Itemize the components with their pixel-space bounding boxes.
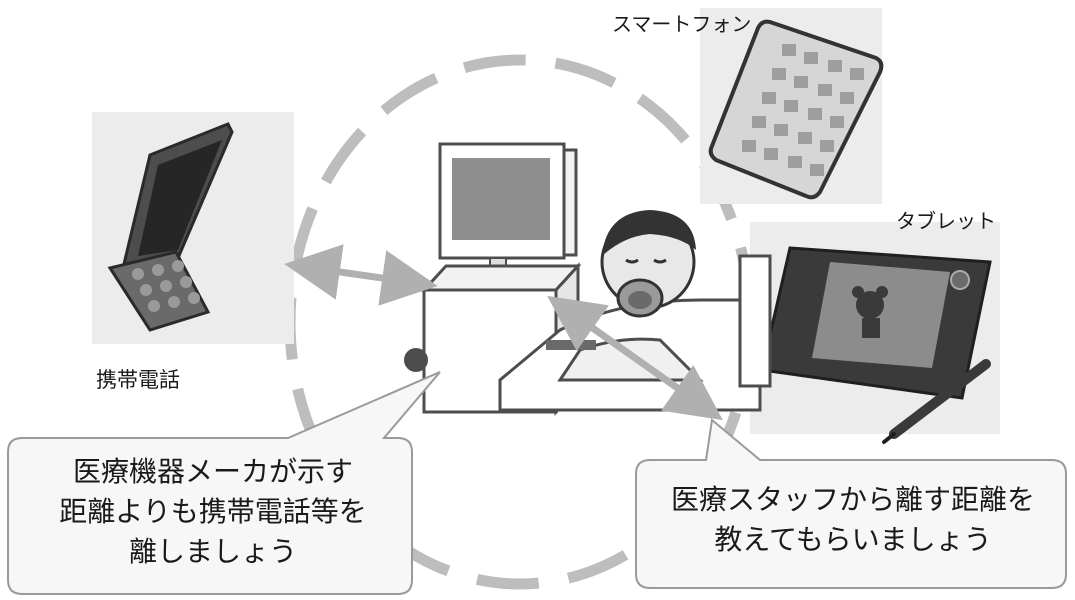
label-smartphone: スマートフォン <box>612 12 752 36</box>
callout-left-line: 距離よりも携帯電話等を <box>59 495 367 528</box>
stylus-icon <box>882 359 991 444</box>
callout-left-bubble <box>7 371 441 595</box>
callout-right-text: 医療スタッフから離す距離を 教えてもらいましょう <box>640 480 1066 560</box>
label-mobile-phone: 携帯電話 <box>96 368 180 392</box>
smartphone-icon <box>700 8 884 204</box>
arrow-device-tablet <box>547 295 723 421</box>
tablet-icon <box>750 222 1000 434</box>
flip-phone-icon <box>92 112 294 344</box>
arrow-phone-device <box>284 244 438 306</box>
label-tablet: タブレット <box>896 209 996 233</box>
callout-right-line: 教えてもらいましょう <box>714 523 992 556</box>
callout-left-line: 医療機器メーカが示す <box>72 455 353 488</box>
callout-right-bubble <box>635 418 1067 589</box>
callout-right-line: 医療スタッフから離す距離を <box>670 483 1035 516</box>
callout-left-text: 医療機器メーカが示す 距離よりも携帯電話等を 離しましょう <box>14 452 412 572</box>
callout-left-line: 離しましょう <box>128 535 297 568</box>
